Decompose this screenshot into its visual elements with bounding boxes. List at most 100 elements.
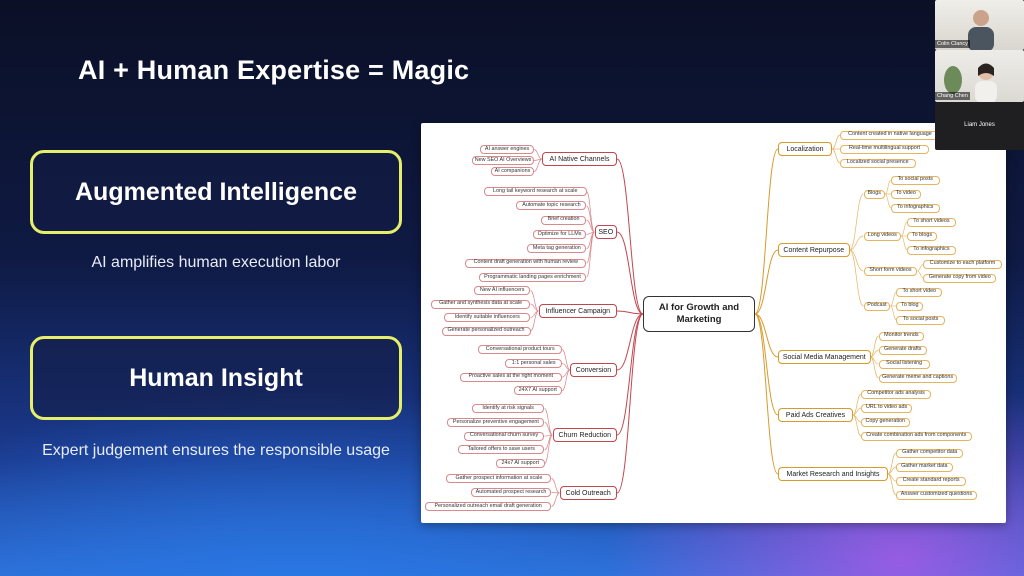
pill-label: Human Insight [129, 363, 303, 392]
leaf-node: Automate topic research [516, 201, 587, 211]
branch-node: Influencer Campaign [538, 304, 617, 318]
connector-line [917, 263, 924, 272]
leaf-node: 1:1 personal sales [505, 358, 562, 368]
leaf-node: 24x7 AI support [496, 459, 545, 469]
connector-line [890, 291, 897, 307]
leaf-node: To infographics [907, 245, 956, 255]
augmented-intelligence-caption: AI amplifies human execution labor [91, 254, 341, 271]
leaf-node: Copy generation [861, 417, 910, 427]
leaf-node: Answer customized questions [896, 490, 977, 500]
connector-line [561, 369, 571, 392]
sub-branch-node: Blogs [863, 189, 885, 199]
connector-line [890, 305, 897, 321]
leaf-node: Conversational product tours [478, 345, 562, 354]
connector-line [901, 235, 908, 251]
leaf-node: Meta tag generation [527, 244, 587, 254]
connector-line [533, 158, 543, 172]
person-avatar-icon [968, 10, 994, 50]
connector-line [616, 158, 644, 315]
leaf-node: To blogs [907, 231, 937, 241]
connector-line [616, 313, 644, 436]
connector-line [754, 313, 779, 475]
connector-line [870, 356, 879, 379]
connector-line [586, 231, 595, 278]
leaf-node: Conversational churn survey [463, 431, 545, 441]
leaf-node: Proactive sales at the right moment [459, 372, 562, 382]
leaf-node: Gather market data [896, 462, 953, 472]
branch-node: AI Native Channels [542, 152, 617, 166]
leaf-node: Generate meme and captions [878, 373, 957, 383]
leaf-node: Generate drafts [878, 345, 927, 355]
leaf-node: Optimize for LLMs [532, 229, 587, 239]
leaf-node: Create standard reports [896, 476, 967, 486]
connector-line [533, 149, 543, 160]
leaf-node: 24X7 AI support [513, 386, 562, 396]
connector-line [887, 452, 897, 475]
connector-line [551, 478, 560, 494]
participant-tile-colin[interactable]: Colin Clancy [935, 0, 1024, 50]
connector-line [544, 421, 553, 436]
connector-line [870, 335, 879, 358]
connector-line [616, 231, 644, 315]
connector-line [849, 193, 864, 251]
branch-node: Market Research and Insights [778, 467, 888, 481]
participant-tile-chang[interactable]: Chang Chen [935, 50, 1024, 102]
connector-line [917, 270, 924, 279]
leaf-node: Identify suitable influencers [444, 313, 531, 322]
leaf-node: AI answer engines [480, 145, 534, 154]
connector-line [901, 221, 908, 237]
branch-node: Localization [778, 142, 832, 156]
connector-line [616, 310, 644, 315]
leaf-node: Social listening [878, 359, 930, 369]
leaf-node: To video [891, 189, 921, 199]
mindmap-panel: AI for Growth and Marketing AI Native Ch… [421, 123, 1006, 523]
connector-line [884, 179, 892, 195]
connector-line [849, 235, 864, 251]
leaf-node: Automated prospect research [470, 488, 552, 497]
leaf-node: Brief creation [540, 215, 587, 225]
connector-line [852, 407, 862, 416]
mindmap-connectors [530, 134, 924, 507]
connector-line [852, 393, 862, 416]
leaf-node: To social posts [896, 315, 945, 325]
leaf-node: Programmatic landing pages enrichment [478, 272, 587, 282]
branch-node: Conversion [570, 363, 617, 377]
branch-node: Churn Reduction [552, 428, 617, 442]
leaf-node: Personalize preventive engagement [447, 417, 545, 427]
connector-line [754, 313, 779, 358]
connector-line [551, 492, 560, 507]
sub-branch-node: Long videos [863, 231, 902, 241]
participant-tile-liam[interactable]: Liam Jones [935, 102, 1024, 150]
connector-line [754, 249, 779, 315]
leaf-node: To blog [896, 301, 924, 311]
branch-node: Cold Outreach [559, 486, 617, 500]
leaf-node: New AI influencers [473, 286, 531, 295]
participant-name: Liam Jones [964, 122, 995, 128]
leaf-node: Gather prospect information at scale [446, 474, 552, 483]
leaf-node: To infographics [891, 203, 940, 213]
participant-name: Colin Clancy [935, 40, 970, 48]
sub-branch-node: Podcast [863, 301, 891, 311]
connector-line [849, 249, 864, 307]
leaf-node: Content created in native language [840, 130, 940, 140]
leaf-node: Generate personalized outreach [441, 326, 531, 336]
leaf-node: Gather and synthesis data at scale [430, 299, 531, 309]
branch-node: SEO [594, 225, 617, 239]
leaf-node: Real-time multilingual support [840, 144, 929, 154]
participant-name: Chang Chen [935, 92, 970, 100]
connector-line [586, 219, 595, 233]
connector-line [586, 205, 595, 233]
sub-branch-node: Short form videos [863, 266, 918, 276]
slide-title: AI + Human Expertise = Magic [78, 55, 470, 85]
connector-line [530, 290, 539, 312]
connector-line [831, 148, 841, 164]
connector-line [561, 349, 571, 371]
connector-line [852, 414, 862, 437]
leaf-node: Gather competitor data [896, 448, 964, 458]
leaf-node: Generate copy from video [923, 273, 997, 283]
leaf-node: Content draft generation with human revi… [465, 258, 587, 268]
connector-line [754, 148, 779, 315]
mindmap-center-node: AI for Growth and Marketing [643, 296, 755, 332]
connector-line [754, 313, 779, 416]
leaf-node: To short video [896, 287, 943, 297]
